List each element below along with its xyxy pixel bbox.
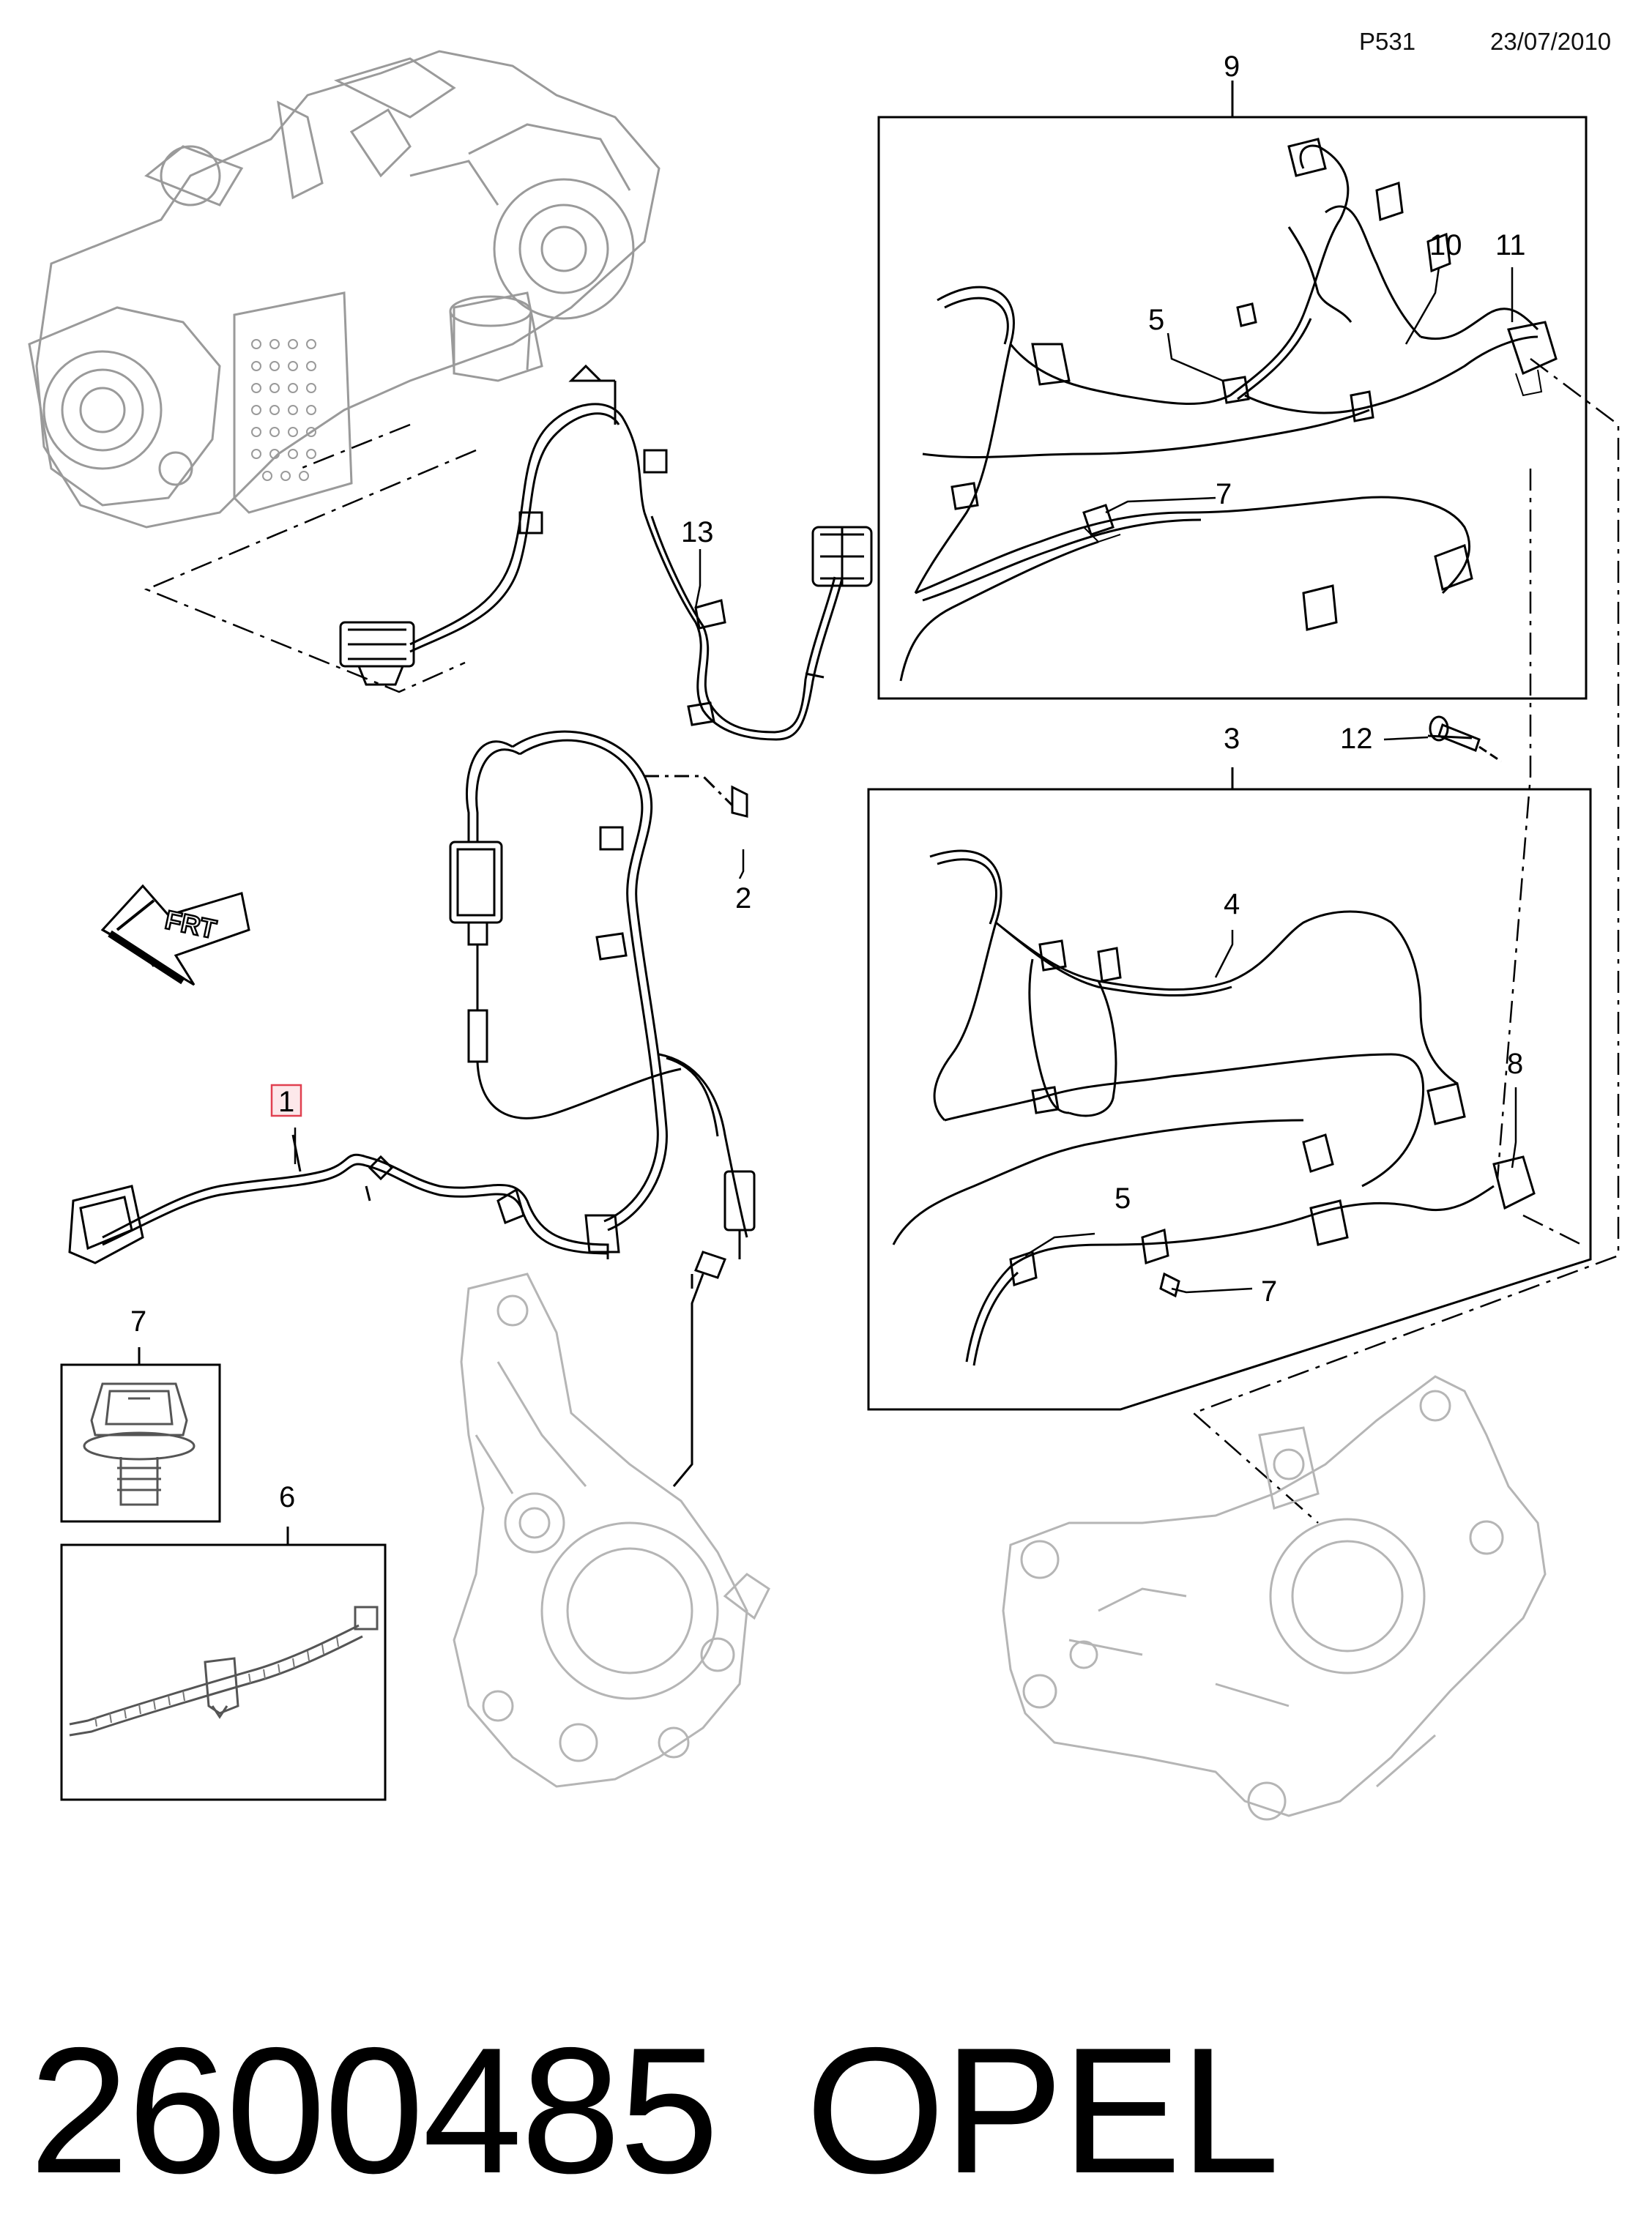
callout-8: 8 bbox=[1507, 1048, 1523, 1080]
drive-unit-illustration bbox=[28, 50, 661, 529]
assembly-3-box bbox=[867, 767, 1592, 1411]
callout-9: 9 bbox=[1224, 51, 1240, 83]
part-12-bolt-icon bbox=[1427, 715, 1502, 763]
callout-12: 12 bbox=[1340, 723, 1373, 755]
callout-11: 11 bbox=[1495, 229, 1526, 261]
assembly-9-box bbox=[877, 81, 1588, 700]
callout-1-highlight bbox=[270, 1084, 302, 1117]
callout-7-detail: 7 bbox=[130, 1305, 146, 1338]
callout-7-lower: 7 bbox=[1261, 1275, 1277, 1308]
front-direction-arrow-icon: FRT bbox=[100, 884, 250, 986]
callout-1: 1 bbox=[278, 1086, 294, 1118]
harness-1 bbox=[68, 730, 756, 1487]
callout-4: 4 bbox=[1224, 888, 1240, 920]
callout-13: 13 bbox=[681, 516, 714, 548]
part-7-detail-box bbox=[60, 1347, 221, 1523]
callout-6: 6 bbox=[279, 1481, 295, 1513]
part-6-detail-box bbox=[60, 1527, 387, 1801]
assembly-link-lines bbox=[1191, 358, 1620, 1524]
brand-name: OPEL bbox=[805, 2010, 1280, 2210]
callout-7-upper: 7 bbox=[1216, 478, 1232, 510]
drive-unit-link-lines bbox=[144, 423, 477, 693]
callout-2: 2 bbox=[735, 882, 751, 914]
page-code: P531 bbox=[1359, 28, 1416, 55]
callout-leader-lines bbox=[294, 267, 1517, 1294]
left-steering-knuckle-illustration bbox=[453, 1273, 770, 1788]
callout-5-lower: 5 bbox=[1115, 1182, 1131, 1215]
part-number: 2600485 bbox=[29, 2010, 719, 2210]
callout-5-upper: 5 bbox=[1148, 304, 1164, 336]
callout-10: 10 bbox=[1429, 229, 1462, 261]
harness-13 bbox=[339, 364, 873, 741]
page-date: 23/07/2010 bbox=[1490, 28, 1612, 55]
right-steering-knuckle-illustration bbox=[1002, 1375, 1547, 1821]
callout-3: 3 bbox=[1224, 723, 1240, 755]
